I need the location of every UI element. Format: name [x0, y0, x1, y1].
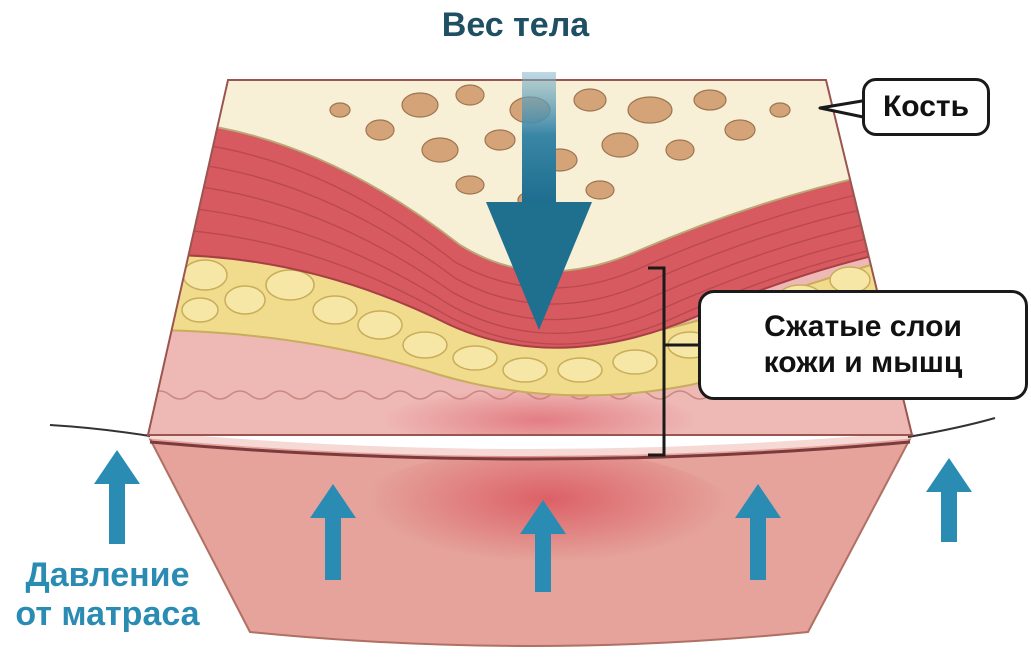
diagram-title: Вес тела	[0, 6, 1031, 45]
up-arrow-icon	[926, 458, 972, 542]
compressed-layers-line2: кожи и мышц	[764, 345, 963, 381]
compressed-layers-label: Сжатые слои кожи и мышц	[698, 290, 1028, 400]
mattress-pressure-label: Давление от матраса	[0, 556, 215, 634]
compressed-layers-line1: Сжатые слои	[764, 309, 962, 345]
mattress-pressure-line1: Давление	[0, 556, 215, 595]
mattress-pressure-line2: от матраса	[0, 595, 215, 634]
up-arrow-icon	[94, 450, 140, 544]
bone-label: Кость	[862, 78, 990, 136]
